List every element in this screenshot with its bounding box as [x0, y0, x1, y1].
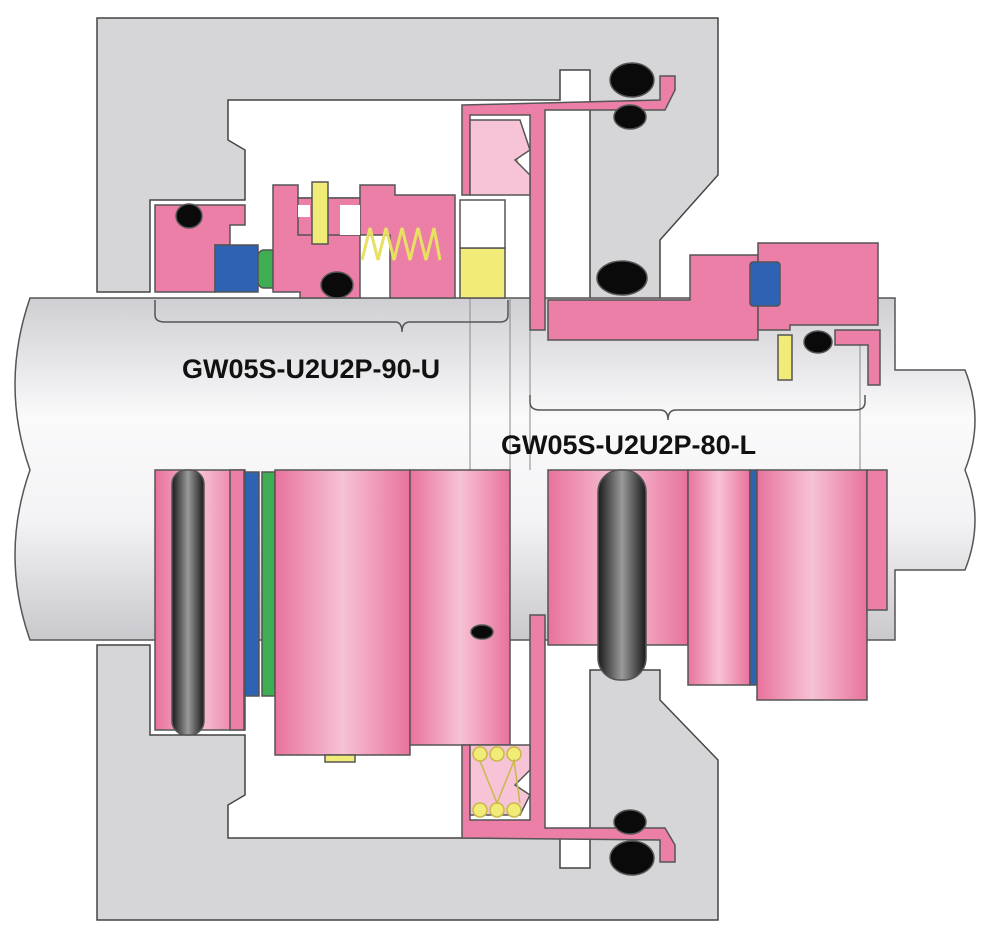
- oring-upper-1: [175, 203, 203, 229]
- rotating-face-lower: [409, 469, 511, 746]
- blue-ring-upper-right: [749, 261, 781, 307]
- housing: [96, 17, 719, 921]
- oring-upper-6: [803, 330, 833, 354]
- clip-upper: [834, 329, 881, 386]
- coil-spring-lower: [472, 746, 522, 818]
- yellow-pin-upper-3: [777, 334, 793, 381]
- housing-lower: [96, 644, 719, 921]
- hole-lower: [470, 624, 494, 640]
- rotating-body-lower: [274, 469, 411, 756]
- white-notch-upper: [298, 205, 310, 217]
- collar-body-lower: [687, 469, 751, 686]
- yellow-tab-lower: [324, 754, 356, 763]
- clip-lower: [866, 469, 888, 611]
- spring-upper: [360, 227, 442, 261]
- blue-band-lower-2: [749, 469, 758, 686]
- green-band-lower: [261, 471, 276, 697]
- lower-seal-exterior: [154, 469, 888, 876]
- oring-upper-4: [613, 104, 647, 130]
- oring-upper-2: [320, 271, 354, 299]
- housing-upper: [96, 17, 719, 301]
- oring-upper-5: [596, 260, 648, 296]
- blue-band-lower: [244, 471, 260, 697]
- bellow-upper: [469, 119, 531, 196]
- black-ring-lower: [171, 469, 205, 736]
- white-notch-upper-2: [340, 205, 360, 235]
- yellow-pin-upper: [311, 181, 329, 245]
- oring-upper-3: [609, 62, 655, 98]
- yellow-pin-upper-2: [459, 247, 506, 299]
- label-lower-assembly: GW05S-U2U2P-80-L: [501, 430, 756, 460]
- upper-seal-section: [154, 62, 881, 386]
- oring-lower-2: [609, 840, 655, 876]
- blue-ring-upper: [214, 244, 259, 293]
- collar-lower: [756, 469, 868, 701]
- oring-lower-1: [613, 809, 647, 835]
- black-ring-lower-2: [597, 469, 647, 681]
- callout-brackets: [154, 300, 866, 421]
- label-upper-assembly: GW05S-U2U2P-90-U: [182, 354, 440, 384]
- collar-upper: [757, 242, 879, 331]
